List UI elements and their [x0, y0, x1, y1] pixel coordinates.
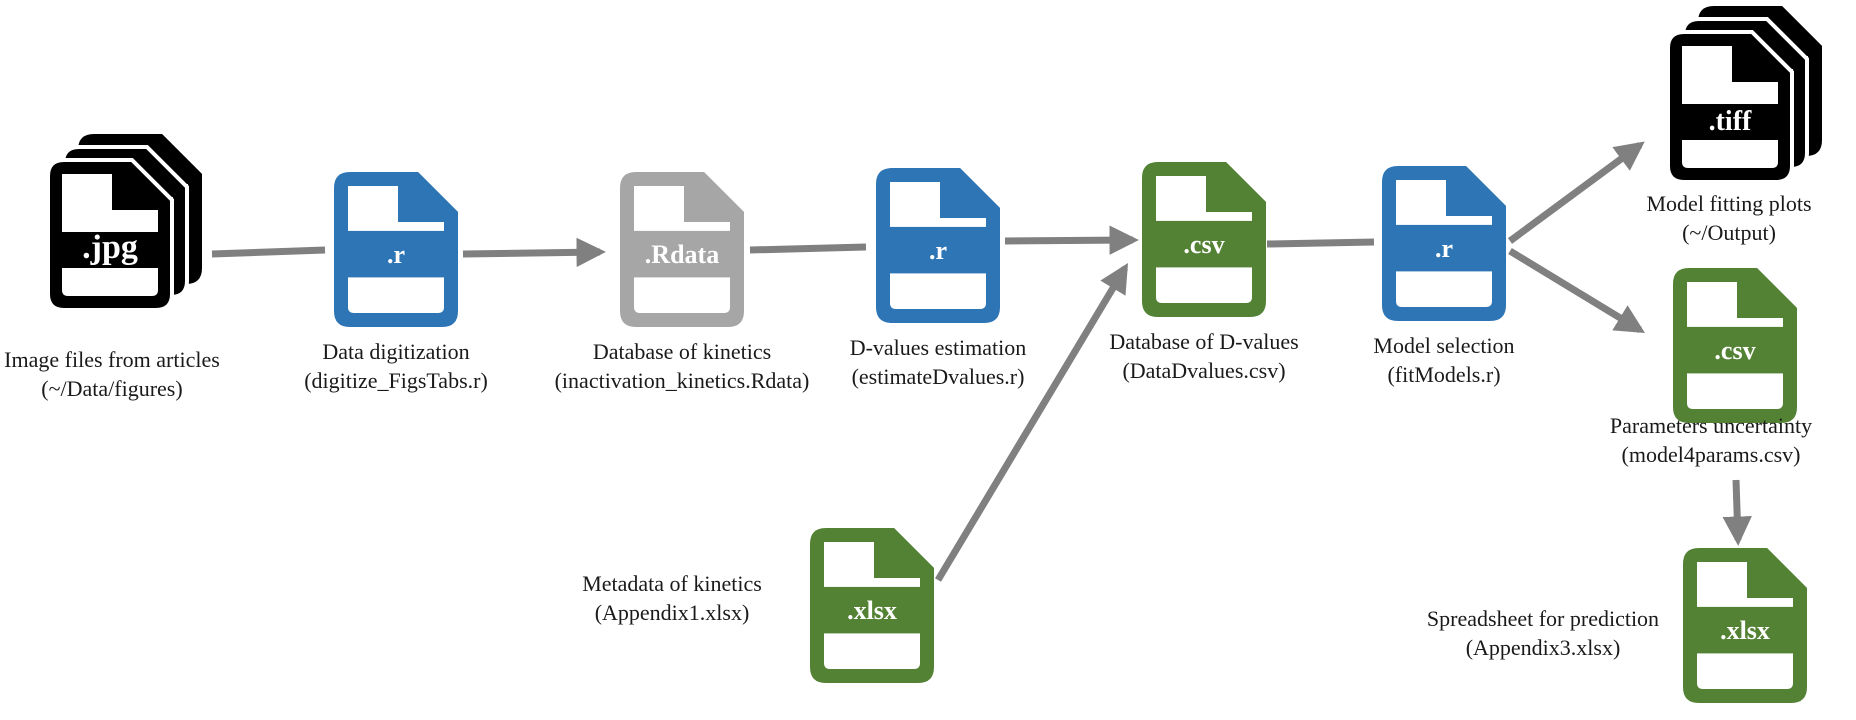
file-extension-label: .xlsx: [847, 596, 897, 625]
node-title: Metadata of kinetics: [582, 571, 762, 596]
node-filename: (digitize_FigsTabs.r): [304, 368, 488, 393]
node-filename: (~/Data/figures): [41, 376, 182, 401]
file-extension-label: .Rdata: [645, 240, 719, 269]
node-filename: (inactivation_kinetics.Rdata): [555, 368, 810, 393]
file-sheet: [334, 172, 458, 327]
node-filename: (~/Output): [1682, 220, 1776, 245]
jpg-file-stack-icon: [46, 134, 202, 312]
file-extension-label: .jpg: [82, 229, 138, 266]
file-extension-label: .r: [1435, 234, 1453, 263]
file-sheet: [1382, 166, 1506, 321]
csv-file-icon: [1673, 268, 1797, 423]
edge-metadata-kinetics-to-database-dvalues: [934, 262, 1129, 582]
node-dvalues-estimation: .rD-values estimation (estimateDvalues.r): [850, 168, 1027, 389]
r-script-file-icon: [1382, 166, 1506, 321]
file-sheet: [620, 172, 744, 327]
edge-image-files-to-data-digitization: [211, 246, 326, 258]
edge-model-selection-to-parameters-uncertainty: [1508, 248, 1646, 334]
node-title: Data digitization: [322, 339, 469, 364]
edges: [211, 141, 1752, 582]
node-filename: (estimateDvalues.r): [852, 364, 1025, 389]
file-sheet: [810, 528, 934, 683]
stack-sheet-front: [48, 160, 172, 310]
node-title: Model selection: [1373, 333, 1514, 358]
node-filename: (fitModels.r): [1387, 362, 1500, 387]
stack-sheet-front: [1668, 32, 1792, 182]
node-metadata-kinetics: .xlsx Metadata of kinetics (Appendix1.xlsx…: [582, 528, 934, 683]
node-spreadsheet-prediction: .xlsx Spreadsheet for prediction (Appendix…: [1427, 548, 1807, 703]
edge-database-kinetics-to-dvalues-estimation: [749, 243, 867, 254]
file-extension-label: .csv: [1183, 230, 1224, 259]
node-title: Model fitting plots: [1647, 191, 1812, 216]
file-sheet: [1673, 268, 1797, 423]
node-title: Spreadsheet for prediction: [1427, 606, 1659, 631]
csv-file-icon: [1142, 162, 1266, 317]
file-sheet: [876, 168, 1000, 323]
node-title: D-values estimation: [850, 335, 1027, 360]
file-extension-label: .csv: [1714, 336, 1755, 365]
r-script-file-icon: [334, 172, 458, 327]
tiff-file-stack-icon: [1666, 6, 1822, 184]
node-filename: (Appendix1.xlsx): [595, 600, 750, 625]
node-filename: (model4params.csv): [1622, 442, 1801, 467]
edge-parameters-uncertainty-to-spreadsheet-prediction: [1722, 479, 1752, 546]
rdata-file-icon: [620, 172, 744, 327]
edge-dvalues-estimation-to-database-dvalues: [1004, 225, 1139, 255]
file-extension-label: .tiff: [1709, 106, 1752, 137]
node-title: Database of D-values: [1109, 329, 1298, 354]
xlsx-file-icon: [1683, 548, 1807, 703]
node-title: Image files from articles: [4, 347, 220, 372]
edge-model-selection-to-model-fitting-plots: [1507, 141, 1645, 244]
file-sheet: [1683, 548, 1807, 703]
node-filename: (DataDvalues.csv): [1122, 358, 1285, 383]
node-filename: (Appendix3.xlsx): [1466, 635, 1621, 660]
edge-data-digitization-to-database-kinetics: [462, 237, 606, 268]
file-extension-label: .r: [387, 240, 405, 269]
file-extension-label: .r: [929, 236, 947, 265]
file-sheet: [1142, 162, 1266, 317]
node-title: Parameters uncertainty: [1610, 413, 1812, 438]
node-title: Database of kinetics: [593, 339, 771, 364]
edge-database-dvalues-to-model-selection: [1266, 238, 1375, 248]
r-script-file-icon: [876, 168, 1000, 323]
xlsx-file-icon: [810, 528, 934, 683]
file-extension-label: .xlsx: [1720, 616, 1770, 645]
